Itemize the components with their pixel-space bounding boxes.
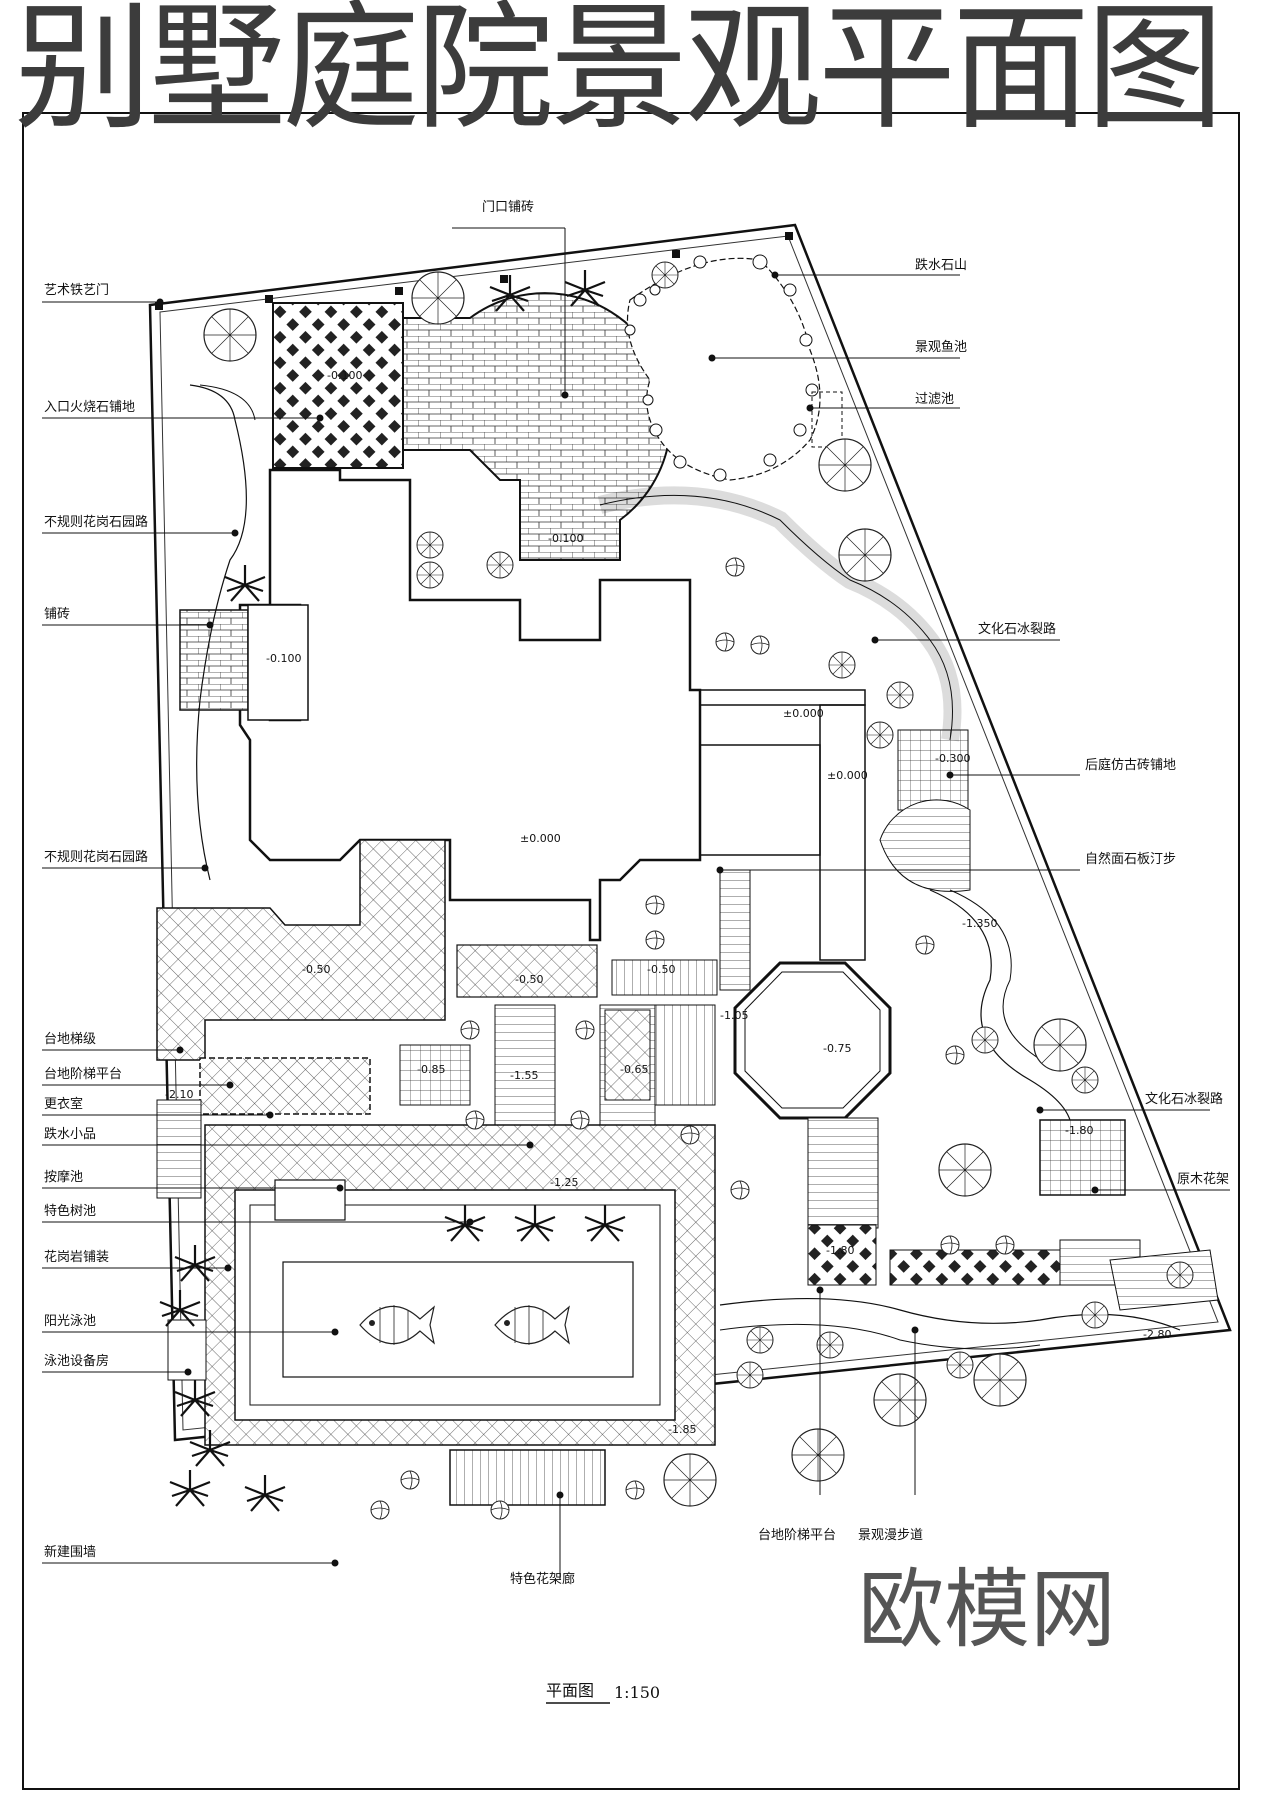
side-paving xyxy=(179,609,249,711)
label-fish-pond: 景观鱼池 xyxy=(915,340,968,355)
level-side-door: -0.100 xyxy=(266,652,302,665)
level-front-court: -0.100 xyxy=(548,532,584,545)
scale-ratio: 1:150 xyxy=(614,1683,661,1702)
octagon-inner xyxy=(744,971,881,1109)
level-deck-left: -0.50 xyxy=(302,963,331,976)
level-pavilion: -0.75 xyxy=(823,1042,852,1055)
label-massage-pool: 按摩池 xyxy=(44,1170,84,1185)
label-gate-paving: 门口铺砖 xyxy=(482,200,535,215)
label-feature-pergola: 特色花架廊 xyxy=(510,1572,576,1587)
label-scenic-walkway: 景观漫步道 xyxy=(858,1528,924,1543)
label-terrace-platform: 台地阶梯平台 xyxy=(44,1067,123,1082)
scenic-walkway xyxy=(719,1297,1181,1331)
label-terrace-steps: 台地梯级 xyxy=(44,1032,97,1047)
left-deck xyxy=(156,839,446,1061)
level-pool-bottom: -1.85 xyxy=(668,1423,697,1436)
label-entrance-paving: 入口火烧石铺地 xyxy=(44,400,136,415)
center-plaza-a xyxy=(399,1044,471,1106)
label-changing-room: 更衣室 xyxy=(44,1097,84,1112)
label-ice-crack-path-2: 文化石冰裂路 xyxy=(1145,1092,1224,1107)
right-walkway xyxy=(929,889,1073,1141)
level-deck-mid: -0.50 xyxy=(515,973,544,986)
label-feature-tree-pool: 特色树池 xyxy=(44,1204,97,1219)
mid-deck xyxy=(456,944,598,998)
pergola-corridor xyxy=(449,1449,606,1506)
label-granite-path-2: 不规则花岗石园路 xyxy=(44,850,149,865)
drawing-title: 别墅庭院景观平面图 xyxy=(14,0,1224,149)
stepping-stones-area xyxy=(719,869,751,991)
wood-pergola xyxy=(1039,1119,1126,1196)
level-walk: -1.350 xyxy=(962,917,998,930)
octagon-pavilion xyxy=(733,961,892,1120)
side-entry xyxy=(247,604,309,721)
label-granite-path-1: 不规则花岗石园路 xyxy=(44,515,149,530)
level-house: ±0.000 xyxy=(520,832,561,845)
level-pool-top: -1.25 xyxy=(550,1176,579,1189)
level-entry: -0.100 xyxy=(327,369,363,382)
entrance-paving-area xyxy=(272,302,404,469)
backyard-paving-area xyxy=(897,729,969,811)
label-terrace-platform-2: 台地阶梯平台 xyxy=(758,1528,837,1543)
label-paving-brick: 铺砖 xyxy=(44,607,71,622)
level-mid-b: -0.65 xyxy=(620,1063,649,1076)
brand-watermark: 欧模网 xyxy=(858,1560,1116,1660)
terrace-steps-left xyxy=(156,1099,202,1199)
step-strip xyxy=(611,959,718,996)
massage-pool xyxy=(274,1179,346,1221)
label-new-wall: 新建围墙 xyxy=(44,1545,97,1560)
level-lower-a: -1.80 xyxy=(826,1244,855,1257)
level-deck-right: -0.50 xyxy=(647,963,676,976)
level-pergola: -1.80 xyxy=(1065,1124,1094,1137)
label-art-iron-gate: 艺术铁艺门 xyxy=(44,283,110,298)
changing-room xyxy=(199,1057,371,1115)
lower-steps xyxy=(889,1249,1061,1286)
leader-lines xyxy=(42,227,1230,1580)
center-lines xyxy=(654,1004,716,1106)
label-granite-paving: 花岗岩铺装 xyxy=(44,1250,110,1265)
pool-mosaic xyxy=(282,1261,634,1378)
label-waterfall-rockery: 跌水石山 xyxy=(915,258,968,273)
house-outline xyxy=(238,468,702,942)
level-changing: -0.85 xyxy=(417,1063,446,1076)
site-boundary xyxy=(148,223,1232,1442)
label-wood-pergola: 原木花架 xyxy=(1177,1172,1230,1187)
backyard-stairs xyxy=(879,799,971,892)
level-terrace-a: ±0.000 xyxy=(783,707,824,720)
level-lower-b: -2.80 xyxy=(1143,1328,1172,1341)
scale-title: 平面图 xyxy=(546,1681,595,1700)
label-ice-crack-path-1: 文化石冰裂路 xyxy=(978,622,1057,637)
wall-pillars xyxy=(155,232,793,310)
label-waterfall-feature: 跌水小品 xyxy=(44,1127,97,1142)
level-terrace-b: ±0.000 xyxy=(827,769,868,782)
level-backyard: -0.300 xyxy=(935,752,971,765)
level-pavilion-step: -1.05 xyxy=(720,1009,749,1022)
level-stair-left: -2.10 xyxy=(165,1088,194,1101)
lower-stairs-right xyxy=(1109,1249,1219,1311)
center-stairs-a xyxy=(494,1004,556,1146)
label-stepping-stones: 自然面石板汀步 xyxy=(1085,852,1177,867)
center-plaza-b xyxy=(604,1009,651,1101)
label-sun-pool: 阳光泳池 xyxy=(44,1314,97,1329)
label-backyard-paving: 后庭仿古砖铺地 xyxy=(1085,758,1177,773)
pavilion-steps xyxy=(807,1117,879,1229)
colonnade xyxy=(699,689,866,961)
level-mid-a: -1.55 xyxy=(510,1069,539,1082)
pond-rocks xyxy=(624,254,819,482)
label-pool-equipment: 泳池设备房 xyxy=(44,1354,110,1369)
drawing-frame xyxy=(22,112,1240,1790)
pavilion-terrace xyxy=(807,1224,877,1286)
label-filter-pool: 过滤池 xyxy=(915,392,955,407)
